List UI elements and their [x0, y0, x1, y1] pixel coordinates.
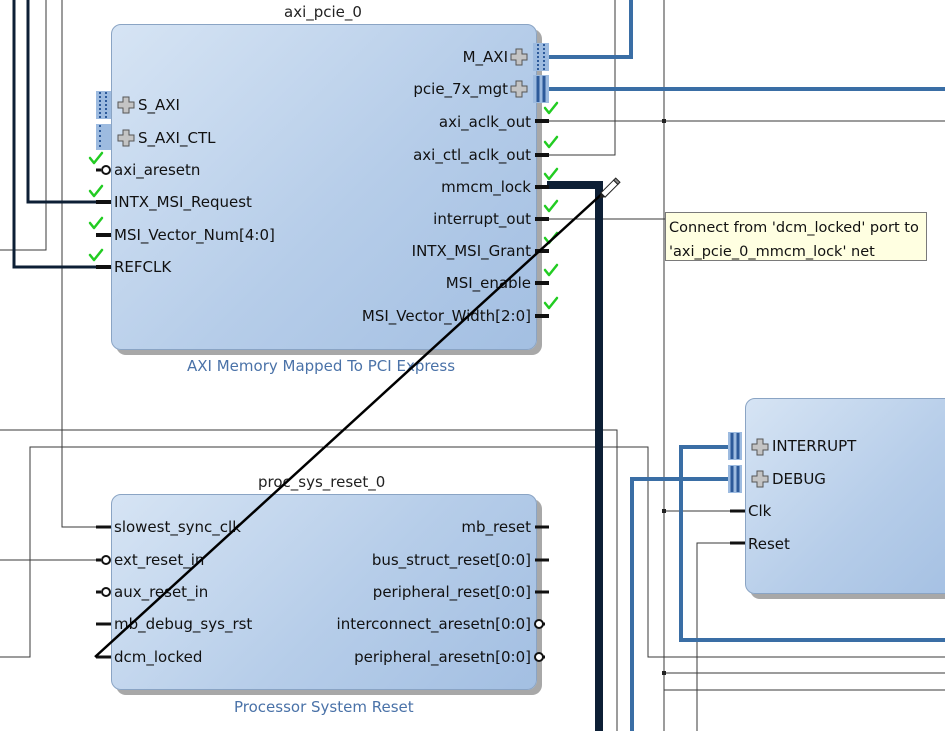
port-intx-msi-grant[interactable]: INTX_MSI_Grant [411, 242, 531, 260]
reset-block[interactable] [111, 494, 537, 690]
port-msi-vector-num[interactable]: MSI_Vector_Num[4:0] [114, 226, 275, 244]
check-icon [88, 248, 104, 262]
port-mmcm-lock[interactable]: mmcm_lock [441, 178, 531, 196]
port-pcie-7x-mgt[interactable]: pcie_7x_mgt [413, 80, 508, 98]
port-intx-msi-request[interactable]: INTX_MSI_Request [114, 193, 252, 211]
port-bus-struct-reset[interactable]: bus_struct_reset[0:0] [371, 551, 531, 569]
reset-right-pins[interactable] [535, 525, 549, 659]
port-interrupt-out[interactable]: interrupt_out [433, 210, 531, 228]
pcie-left-pins[interactable] [96, 200, 111, 269]
check-icon [88, 151, 104, 165]
port-peripheral-aresetn[interactable]: peripheral_aresetn[0:0] [354, 648, 531, 666]
mmcm-lock-net [547, 181, 603, 731]
port-s-axi-ctl[interactable]: S_AXI_CTL [138, 129, 216, 147]
expand-plus-icon[interactable] [751, 438, 769, 456]
pcie-right-pins[interactable] [535, 119, 549, 318]
port-interconnect-aresetn[interactable]: interconnect_aresetn[0:0] [336, 615, 531, 633]
pcie-block-name: axi_pcie_0 [284, 3, 362, 21]
pencil-cursor-icon [599, 177, 621, 199]
pin-interconnect-aresetn[interactable] [534, 619, 544, 629]
pin-aux-reset-in[interactable] [101, 587, 111, 597]
check-icon [543, 101, 559, 115]
port-axi-ctl-aclk-out[interactable]: axi_ctl_aclk_out [413, 146, 531, 164]
reset-block-subtitle: Processor System Reset [234, 698, 414, 716]
debug-left-pins[interactable] [730, 509, 745, 545]
expand-plus-icon[interactable] [510, 48, 528, 66]
expand-plus-icon[interactable] [117, 96, 135, 114]
port-refclk[interactable]: REFCLK [114, 258, 172, 276]
check-icon [543, 296, 559, 310]
check-icon [543, 199, 559, 213]
port-mb-reset[interactable]: mb_reset [461, 518, 531, 536]
reset-left-pins[interactable] [96, 525, 111, 659]
tooltip-line-2: 'axi_pcie_0_mmcm_lock' net [669, 244, 875, 260]
port-axi-aclk-out[interactable]: axi_aclk_out [438, 113, 531, 131]
connection-tooltip: Connect from 'dcm_locked' port to 'axi_p… [665, 212, 927, 261]
port-aux-reset-in[interactable]: aux_reset_in [114, 583, 209, 601]
port-msi-vector-width[interactable]: MSI_Vector_Width[2:0] [361, 307, 531, 325]
pcie-block-subtitle: AXI Memory Mapped To PCI Express [187, 357, 456, 375]
bus-connector-icon[interactable] [533, 43, 549, 71]
port-s-axi[interactable]: S_AXI [138, 96, 180, 114]
dark-nets [12, 0, 97, 269]
debug-block[interactable] [745, 398, 945, 594]
node-dots [662, 119, 666, 675]
pin-ext-reset-in[interactable] [101, 555, 111, 565]
pcie-block[interactable] [111, 24, 537, 350]
check-icon [88, 216, 104, 230]
drag-connection-line [94, 191, 605, 658]
check-icon [543, 263, 559, 277]
port-clk[interactable]: Clk [748, 502, 772, 520]
tooltip-line-1: Connect from 'dcm_locked' port to [669, 220, 919, 236]
port-peripheral-reset[interactable]: peripheral_reset[0:0] [372, 583, 531, 601]
check-icon [88, 184, 104, 198]
port-reset[interactable]: Reset [748, 535, 790, 553]
bus-connector-icon[interactable] [96, 91, 111, 119]
port-debug[interactable]: DEBUG [772, 470, 826, 488]
expand-plus-icon[interactable] [751, 470, 769, 488]
port-dcm-locked[interactable]: dcm_locked [114, 648, 203, 666]
check-icon [543, 167, 559, 181]
bus-connector-icon[interactable] [533, 75, 549, 103]
port-axi-aresetn[interactable]: axi_aresetn [114, 161, 201, 179]
port-mb-debug-sys-rst[interactable]: mb_debug_sys_rst [114, 615, 253, 633]
port-interrupt[interactable]: INTERRUPT [772, 437, 857, 455]
check-icon [543, 135, 559, 149]
pin-axi-aresetn[interactable] [96, 165, 111, 175]
bus-connector-icon[interactable] [728, 432, 742, 460]
bus-connector-icon[interactable] [96, 124, 111, 150]
bus-nets [547, 0, 945, 731]
port-ext-reset-in[interactable]: ext_reset_in [114, 551, 205, 569]
port-m-axi[interactable]: M_AXI [462, 48, 508, 66]
expand-plus-icon[interactable] [117, 129, 135, 147]
bus-connector-icon[interactable] [728, 465, 742, 493]
port-slowest-sync-clk[interactable]: slowest_sync_clk [114, 518, 241, 536]
expand-plus-icon[interactable] [510, 80, 528, 98]
pin-peripheral-aresetn[interactable] [534, 652, 544, 662]
